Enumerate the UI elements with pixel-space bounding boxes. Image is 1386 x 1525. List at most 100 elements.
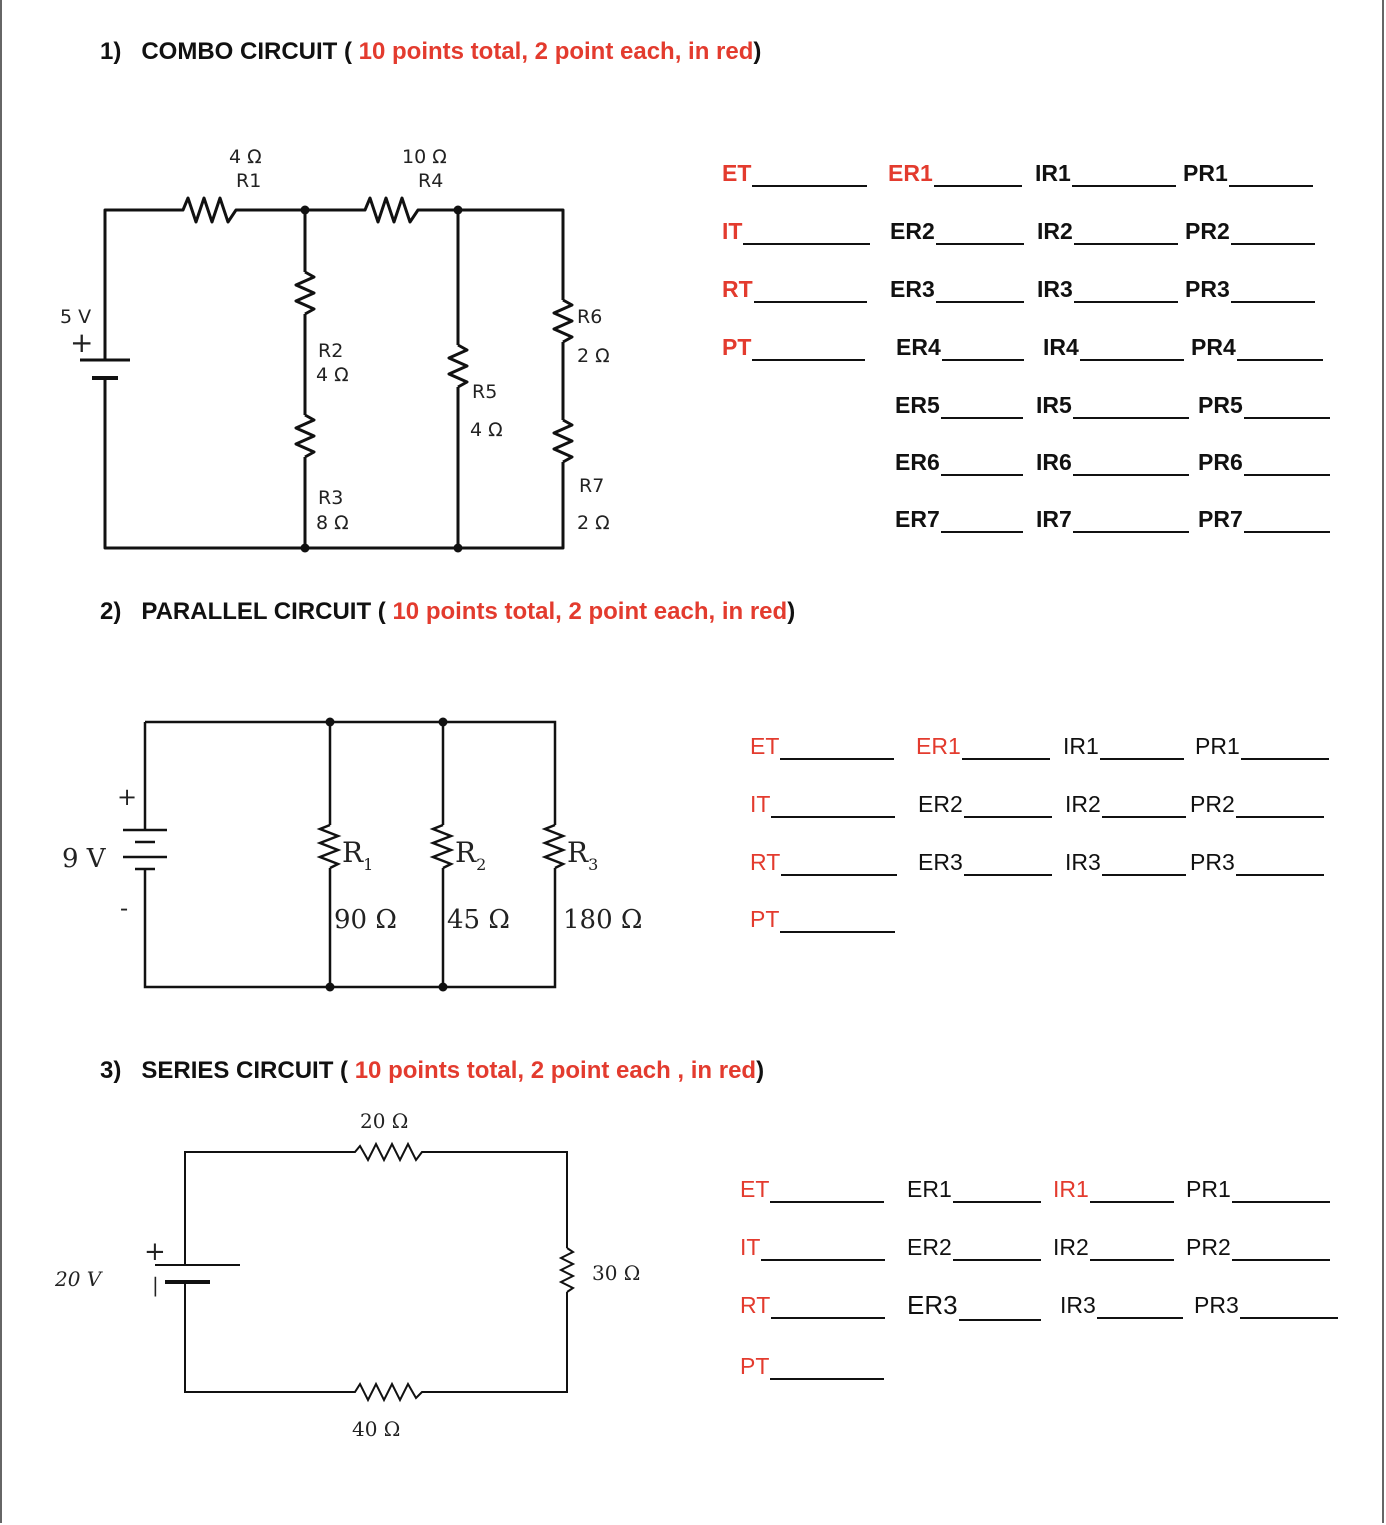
combo-r7-value: 2 Ω — [577, 512, 610, 534]
combo-r1-value: 4 Ω — [229, 146, 262, 168]
section-1-heading: 1)COMBO CIRCUIT ( 10 points total, 2 poi… — [100, 38, 762, 65]
combo-field-pt[interactable]: PT — [722, 334, 866, 361]
combo-field-ir7[interactable]: IR7 — [1036, 506, 1189, 533]
section-points: 10 points total, 2 point each, in red — [358, 38, 754, 65]
svg-text:R2: R2 — [455, 836, 486, 874]
parallel-plus-sign: + — [117, 783, 137, 811]
section-title: SERIES CIRCUIT — [141, 1057, 334, 1084]
combo-field-ir5[interactable]: IR5 — [1036, 392, 1189, 419]
parallel-field-pt[interactable]: PT — [750, 906, 896, 933]
combo-circuit-diagram: 5 V + 4 Ω R1 10 Ω R4 R2 4 Ω R3 8 Ω R5 4 … — [60, 146, 610, 553]
combo-field-it[interactable]: IT — [722, 218, 871, 245]
parallel-field-er2[interactable]: ER2 — [918, 791, 1052, 818]
combo-field-ir2[interactable]: IR2 — [1037, 218, 1178, 245]
combo-field-pr3[interactable]: PR3 — [1185, 276, 1315, 303]
combo-r3-value: 8 Ω — [316, 512, 349, 534]
combo-field-er7[interactable]: ER7 — [895, 506, 1023, 533]
combo-field-pr1[interactable]: PR1 — [1183, 160, 1313, 187]
parallel-field-et[interactable]: ET — [750, 733, 895, 760]
parallel-field-pr1[interactable]: PR1 — [1195, 733, 1329, 760]
svg-text:R1: R1 — [342, 836, 373, 874]
combo-r1-name: R1 — [236, 170, 261, 192]
combo-field-pr7[interactable]: PR7 — [1198, 506, 1330, 533]
parallel-field-ir3[interactable]: IR3 — [1065, 849, 1186, 876]
combo-field-er6[interactable]: ER6 — [895, 449, 1023, 476]
combo-field-ir1[interactable]: IR1 — [1035, 160, 1176, 187]
series-r-bottom-value: 40 Ω — [352, 1417, 400, 1441]
parallel-r1-name: R — [342, 836, 364, 869]
series-field-pr3[interactable]: PR3 — [1194, 1292, 1338, 1319]
series-field-ir3[interactable]: IR3 — [1060, 1292, 1183, 1319]
series-field-pr2[interactable]: PR2 — [1186, 1234, 1330, 1261]
parallel-r2-value: 45 Ω — [447, 905, 510, 935]
series-field-er2[interactable]: ER2 — [907, 1234, 1041, 1261]
series-plus-sign: + — [144, 1237, 166, 1267]
combo-field-er3[interactable]: ER3 — [890, 276, 1024, 303]
section-2-heading: 2)PARALLEL CIRCUIT ( 10 points total, 2 … — [100, 598, 796, 625]
combo-plus-sign: + — [70, 326, 93, 359]
combo-field-ir6[interactable]: IR6 — [1036, 449, 1189, 476]
svg-text:|: | — [152, 1273, 159, 1298]
combo-field-pr6[interactable]: PR6 — [1198, 449, 1330, 476]
combo-r7-name: R7 — [579, 475, 604, 497]
combo-r6-name: R6 — [577, 306, 602, 328]
parallel-field-ir1[interactable]: IR1 — [1063, 733, 1184, 760]
parallel-r3-value: 180 Ω — [563, 905, 642, 935]
combo-field-pr5[interactable]: PR5 — [1198, 392, 1330, 419]
parallel-field-er1[interactable]: ER1 — [916, 733, 1050, 760]
section-3-heading: 3)SERIES CIRCUIT ( 10 points total, 2 po… — [100, 1057, 765, 1084]
combo-field-rt[interactable]: RT — [722, 276, 867, 303]
section-points: 10 points total, 2 point each , in red — [354, 1057, 757, 1084]
combo-field-er1[interactable]: ER1 — [888, 160, 1022, 187]
combo-r6-value: 2 Ω — [577, 345, 610, 367]
series-circuit-diagram: + | 20 V 20 Ω 30 Ω 40 Ω — [54, 1109, 640, 1441]
combo-field-pr4[interactable]: PR4 — [1191, 334, 1323, 361]
parallel-r2-sub: 2 — [476, 855, 486, 874]
series-field-er1[interactable]: ER1 — [907, 1176, 1041, 1203]
section-number: 3) — [100, 1057, 122, 1084]
parallel-r1-value: 90 Ω — [334, 905, 397, 935]
combo-field-er2[interactable]: ER2 — [890, 218, 1024, 245]
combo-field-er5[interactable]: ER5 — [895, 392, 1023, 419]
parallel-field-it[interactable]: IT — [750, 791, 896, 818]
series-r-top-value: 20 Ω — [360, 1109, 408, 1133]
combo-field-ir3[interactable]: IR3 — [1037, 276, 1178, 303]
svg-text:R3: R3 — [567, 836, 598, 874]
combo-r5-name: R5 — [472, 381, 497, 403]
parallel-field-pr3[interactable]: PR3 — [1190, 849, 1324, 876]
section-title: PARALLEL CIRCUIT — [141, 598, 372, 625]
series-field-er3[interactable]: ER3 — [907, 1290, 1041, 1321]
parallel-field-rt[interactable]: RT — [750, 849, 898, 876]
parallel-minus-sign: - — [120, 894, 128, 922]
parallel-field-ir2[interactable]: IR2 — [1065, 791, 1186, 818]
parallel-circuit-diagram: + - 9 V R1 90 Ω R2 45 Ω R3 180 Ω — [62, 717, 642, 992]
combo-field-er4[interactable]: ER4 — [896, 334, 1024, 361]
section-points: 10 points total, 2 point each, in red — [392, 598, 788, 625]
series-field-rt[interactable]: RT — [740, 1292, 886, 1319]
parallel-source-voltage: 9 V — [62, 844, 107, 874]
parallel-r2-name: R — [455, 836, 477, 869]
series-field-ir1[interactable]: IR1 — [1053, 1176, 1174, 1203]
series-field-pt[interactable]: PT — [740, 1353, 885, 1380]
series-field-ir2[interactable]: IR2 — [1053, 1234, 1174, 1261]
combo-r2-value: 4 Ω — [316, 364, 349, 386]
parallel-field-pr2[interactable]: PR2 — [1190, 791, 1324, 818]
series-field-pr1[interactable]: PR1 — [1186, 1176, 1330, 1203]
combo-r5-value: 4 Ω — [470, 419, 503, 441]
combo-r4-name: R4 — [418, 170, 443, 192]
combo-r3-name: R3 — [318, 487, 343, 509]
series-field-et[interactable]: ET — [740, 1176, 885, 1203]
section-title: COMBO CIRCUIT — [141, 38, 338, 65]
combo-field-ir4[interactable]: IR4 — [1043, 334, 1184, 361]
section-number: 1) — [100, 38, 122, 65]
combo-field-pr2[interactable]: PR2 — [1185, 218, 1315, 245]
combo-r2-name: R2 — [318, 340, 343, 362]
parallel-r3-name: R — [567, 836, 589, 869]
section-number: 2) — [100, 598, 122, 625]
combo-field-et[interactable]: ET — [722, 160, 868, 187]
parallel-r1-sub: 1 — [363, 855, 373, 874]
parallel-field-er3[interactable]: ER3 — [918, 849, 1052, 876]
series-field-it[interactable]: IT — [740, 1234, 886, 1261]
combo-r4-value: 10 Ω — [402, 146, 447, 168]
